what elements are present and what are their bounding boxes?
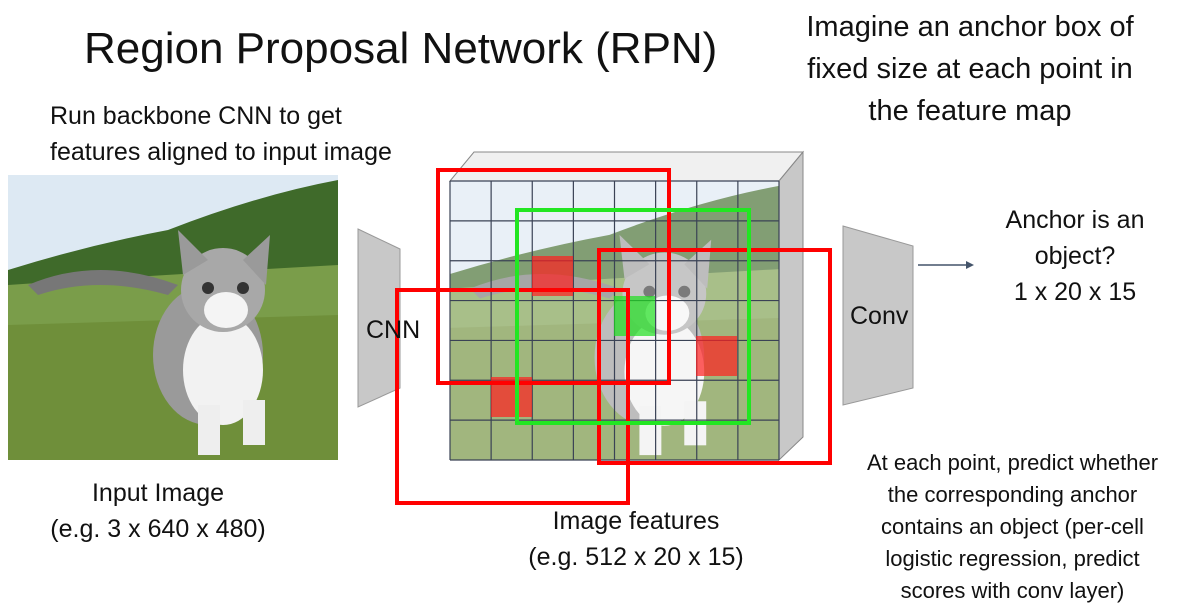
cube-side-face <box>778 150 804 462</box>
input-image-shape: (e.g. 3 x 640 x 480) <box>50 515 266 543</box>
backbone-note: Run backbone CNN to get features aligned… <box>50 98 392 170</box>
anchor-box-red <box>436 168 671 385</box>
feature-grid <box>449 180 780 461</box>
input-image-caption: Input Image (e.g. 3 x 640 x 480) <box>18 475 298 547</box>
features-caption: Image features (e.g. 512 x 20 x 15) <box>500 503 772 575</box>
anchor-note-line: fixed size at each point in <box>807 53 1133 85</box>
prediction-note-line: At each point, predict whether <box>866 450 1159 475</box>
anchor-note-line: Imagine an anchor box of <box>806 11 1134 43</box>
anchor-box-green <box>515 208 751 425</box>
backbone-note-line: features aligned to input image <box>50 138 392 166</box>
cube-top-face <box>448 151 805 182</box>
cnn-block <box>357 228 401 408</box>
prediction-note-line: scores with conv layer) <box>900 578 1125 603</box>
features-shape: (e.g. 512 x 20 x 15) <box>528 543 744 571</box>
highlight-cell-green <box>614 296 655 336</box>
anchor-note-line: the feature map <box>868 95 1072 127</box>
prediction-note-line: logistic regression, predict <box>885 546 1140 571</box>
anchor-box-red <box>395 288 630 505</box>
input-image-kitten <box>8 175 338 460</box>
slide-title: Region Proposal Network (RPN) <box>84 24 718 73</box>
features-label: Image features <box>552 507 720 535</box>
anchor-box-red <box>597 248 832 465</box>
input-image-label: Input Image <box>91 479 225 507</box>
backbone-note-line: Run backbone CNN to get <box>50 102 342 130</box>
prediction-note-line: the corresponding anchor <box>887 482 1138 507</box>
output-line: 1 x 20 x 15 <box>1013 278 1137 306</box>
output-line: Anchor is an <box>1005 206 1145 234</box>
highlight-cell <box>696 336 737 376</box>
conv-block <box>842 225 914 406</box>
prediction-note-line: contains an object (per-cell <box>881 514 1144 539</box>
output-line: object? <box>1034 242 1116 270</box>
output-caption: Anchor is an object? 1 x 20 x 15 <box>985 202 1165 310</box>
anchor-note: Imagine an anchor box of fixed size at e… <box>770 6 1170 132</box>
conv-label: Conv <box>850 302 909 330</box>
feature-map-cube <box>448 150 805 462</box>
prediction-note: At each point, predict whether the corre… <box>840 447 1185 607</box>
arrow-icon <box>918 261 974 269</box>
cnn-label: CNN <box>366 316 421 344</box>
